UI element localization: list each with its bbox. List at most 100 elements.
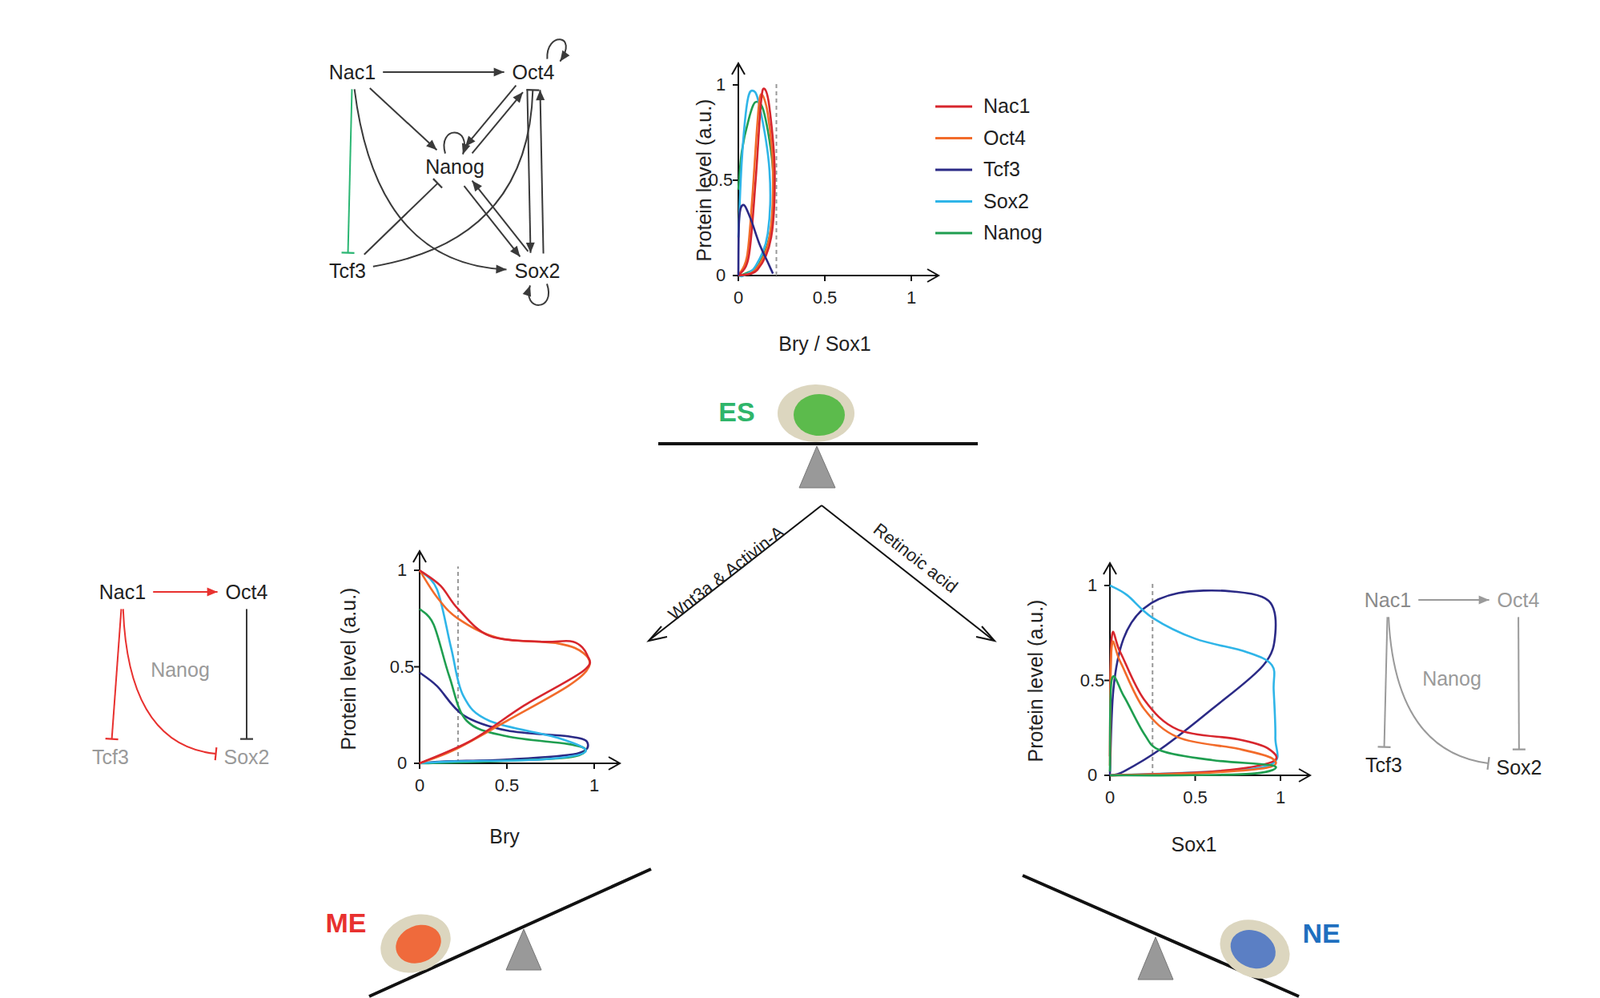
gene-name: Oct4 — [1497, 588, 1540, 612]
gene-node: Nac1 — [325, 58, 380, 87]
gene-name: Sox2 — [514, 259, 561, 283]
arrowhead — [494, 68, 505, 77]
es-cell — [777, 384, 855, 443]
self-loop — [444, 132, 466, 154]
regulation-connector — [354, 88, 507, 274]
regulation-connector — [152, 587, 218, 597]
chart-label: 0 — [397, 753, 407, 773]
gene-name: Nac1 — [329, 60, 376, 85]
connector-line — [526, 89, 531, 254]
regulation-connector — [341, 88, 355, 253]
legend-text: Oct4 — [983, 127, 1026, 150]
regulation-connector — [1378, 616, 1391, 747]
legend-text: Sox2 — [983, 190, 1030, 214]
connector-line — [382, 71, 504, 73]
tick-mark — [1104, 679, 1110, 682]
protein-curve — [419, 608, 586, 764]
gene-node: Sox2 — [220, 743, 274, 772]
gene-node: Nanog — [421, 152, 489, 181]
tick-mark — [506, 763, 508, 769]
gene-name: Nanog — [425, 155, 485, 179]
protein-curve — [1109, 675, 1276, 776]
self-loop-arrowhead — [522, 285, 531, 297]
threshold-line — [457, 566, 459, 764]
gene-node: Nanog — [1418, 664, 1486, 693]
state-label: ES — [718, 397, 755, 427]
inhibition-bar — [526, 88, 539, 92]
axis-arrowhead — [731, 63, 745, 75]
self-loop-arrowhead — [559, 50, 570, 62]
regulation-connector — [369, 88, 438, 150]
regulation-connector — [373, 89, 539, 266]
regulation-connector — [1418, 595, 1489, 605]
balance-beam — [1022, 875, 1299, 997]
regulation-connector — [1388, 616, 1490, 770]
axis-arrowhead — [927, 269, 939, 282]
connector-line — [369, 88, 438, 150]
chart-label: 0 — [1105, 787, 1115, 808]
chart-label: 0 — [715, 265, 726, 286]
gene-node: Oct4 — [1493, 586, 1544, 615]
axis-arrowhead — [1103, 562, 1117, 575]
chart-label: 0 — [1087, 765, 1098, 785]
gene-name: Nanog — [1422, 667, 1482, 691]
arrowhead — [512, 92, 523, 104]
inhibition-bar — [341, 251, 355, 254]
legend-text: Tcf3 — [983, 158, 1021, 181]
line-chart — [413, 550, 620, 770]
connector-line — [112, 608, 122, 739]
gene-name: Nanog — [150, 658, 210, 682]
chart-label: Bry / Sox1 — [778, 333, 871, 356]
connector-line — [373, 89, 533, 266]
connector-line — [1384, 616, 1388, 747]
chart-label: 1 — [1275, 787, 1286, 808]
inhibition-bar — [1512, 747, 1526, 750]
self-loop — [528, 283, 549, 306]
tick-mark — [593, 763, 595, 769]
gene-node: Tcf3 — [325, 257, 370, 286]
tick-mark — [1279, 775, 1282, 781]
state-label: NE — [1302, 918, 1340, 949]
chart-label: 0.5 — [812, 288, 838, 308]
connector-line — [465, 85, 516, 147]
gene-name: Tcf3 — [1365, 753, 1403, 777]
gene-node: Oct4 — [221, 578, 273, 607]
tick-mark — [910, 275, 913, 282]
gene-node: Tcf3 — [88, 743, 133, 772]
chart-label: 1 — [397, 560, 407, 580]
inhibition-bar — [1487, 756, 1490, 770]
arrowhead — [495, 264, 507, 274]
connector-line — [364, 183, 439, 255]
arrowhead — [472, 180, 483, 193]
gene-node: Nac1 — [95, 578, 150, 607]
regulation-connector — [123, 608, 218, 760]
regulation-connector — [364, 178, 443, 255]
legend-line-sample — [935, 136, 973, 140]
arrowhead — [1479, 595, 1490, 605]
gene-name: Oct4 — [512, 60, 555, 85]
gene-node: Sox2 — [510, 257, 565, 286]
chart-label: 0.5 — [1080, 670, 1106, 690]
axis-title: Retinoic acid — [869, 519, 961, 598]
connector-line — [245, 608, 248, 739]
chart-label: 1 — [906, 288, 917, 308]
arrowhead — [426, 139, 437, 150]
line-chart — [731, 63, 939, 282]
regulation-connector — [240, 608, 254, 739]
regulation-connector — [535, 89, 545, 254]
tick-mark — [732, 179, 739, 181]
regulation-connector — [472, 92, 523, 153]
chart-label: 0 — [733, 288, 744, 308]
regulation-connector — [105, 608, 122, 740]
legend-line-sample — [935, 232, 973, 235]
axis-arrowhead — [608, 756, 620, 770]
state-label: ME — [325, 908, 367, 938]
arrowhead — [510, 245, 520, 258]
inhibition-bar — [240, 738, 254, 740]
gene-name: Nac1 — [1364, 588, 1412, 612]
legend-line-sample — [935, 200, 973, 203]
regulation-connector — [1512, 616, 1526, 749]
axis-title: Wnt3a & Activin-A — [664, 522, 788, 624]
